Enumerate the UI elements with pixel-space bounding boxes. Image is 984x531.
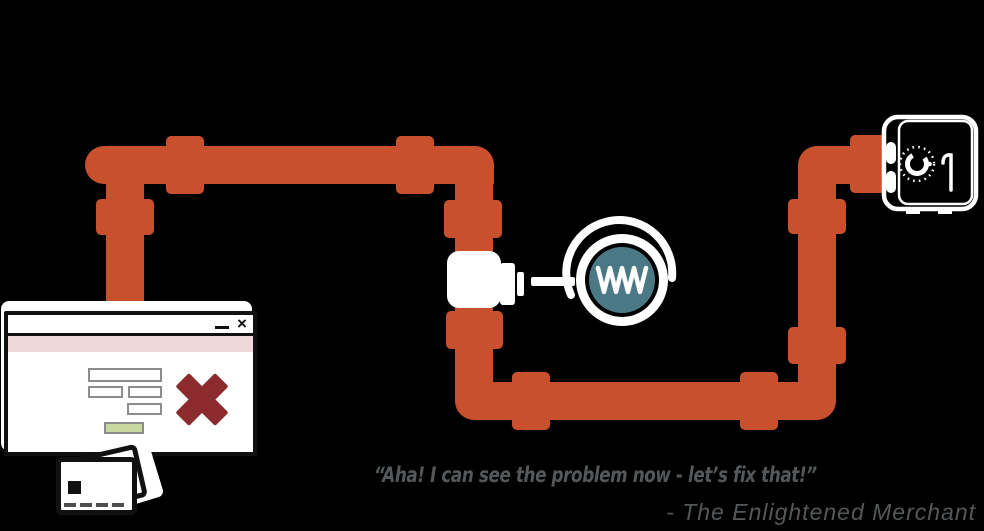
valve-stem-large: [500, 263, 515, 305]
submit-button[interactable]: [104, 422, 144, 434]
pipe-coupling: [446, 311, 503, 349]
pipe-coupling: [512, 372, 550, 430]
waveform-zigzag-icon: [595, 265, 649, 295]
safe-dial-ticks: [898, 145, 936, 183]
alert-banner: [8, 336, 253, 352]
pipe-segment-top: [85, 146, 455, 184]
close-button[interactable]: ×: [234, 315, 250, 333]
pipe-coupling: [444, 200, 502, 238]
safe-dial-dot: [927, 161, 932, 167]
safe-hinge: [886, 142, 896, 164]
card-number-dash: [64, 503, 76, 507]
magnifier-outer-arc: [562, 216, 677, 299]
card-number-dash: [112, 503, 124, 507]
magnifier-icon: [531, 216, 677, 326]
safe-foot: [938, 209, 952, 214]
credit-card-front: [56, 457, 137, 515]
safe-dial-icon: [905, 152, 929, 176]
safe-icon: [881, 114, 979, 214]
pipe-inspection-window: [447, 251, 501, 308]
card-chip-icon: [68, 481, 81, 494]
pipe-coupling: [788, 199, 846, 234]
form-field-3[interactable]: [128, 386, 162, 398]
card-number-dashes: [64, 503, 124, 507]
window-titlebar: ×: [8, 315, 253, 336]
quote-text: “Aha! I can see the problem now - let’s …: [374, 463, 817, 487]
error-x-icon: [174, 372, 230, 428]
minimize-button[interactable]: [215, 326, 229, 329]
close-icon: ×: [237, 314, 247, 333]
pipe-coupling: [96, 199, 154, 235]
pipe-coupling: [166, 136, 204, 194]
safe-handle-icon: [941, 153, 953, 192]
browser-window: ×: [1, 301, 257, 456]
pipe-coupling: [850, 135, 886, 193]
card-number-dash: [96, 503, 108, 507]
pipe-coupling: [740, 372, 778, 430]
pipe-coupling: [396, 136, 434, 194]
safe-hinge: [886, 171, 896, 193]
safe-foot: [906, 209, 920, 214]
window-frame: ×: [4, 311, 257, 456]
form-field-1[interactable]: [88, 368, 162, 382]
card-number-dash: [80, 503, 92, 507]
magnifier-lens: [589, 247, 655, 313]
form-field-2[interactable]: [88, 386, 123, 398]
pipe-elbow-bottom-right: [798, 382, 836, 420]
form-field-4[interactable]: [127, 403, 162, 415]
pipe-coupling: [788, 327, 846, 364]
quote-attribution: - The Enlightened Merchant: [666, 499, 976, 525]
valve-stem-small: [517, 272, 524, 296]
safe-door: [897, 119, 974, 206]
